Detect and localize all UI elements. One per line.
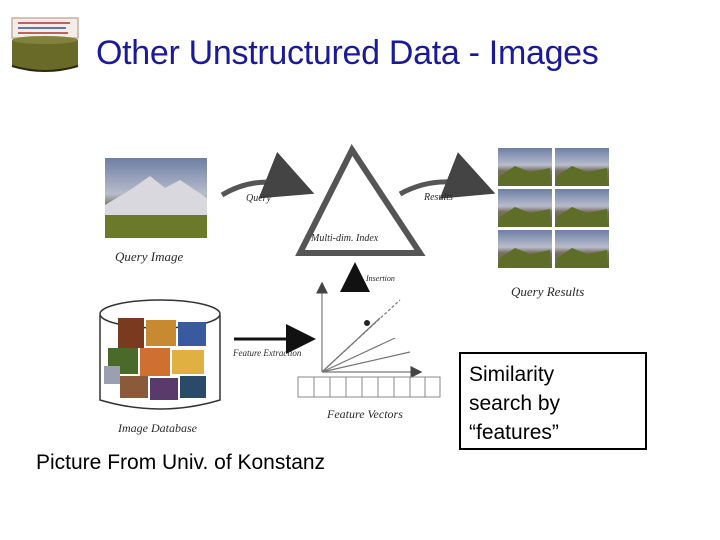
feature-point: [364, 320, 370, 326]
feature-vectors-bar: [297, 376, 441, 398]
page-title: Other Unstructured Data - Images: [96, 34, 599, 72]
insertion-label: Insertion: [365, 274, 395, 283]
feature-space-plot: [316, 281, 423, 378]
logo-icon: [11, 17, 79, 72]
query-image-label: Query Image: [115, 249, 183, 264]
image-database-cylinder: [99, 299, 221, 410]
multi-dim-index-triangle: [295, 144, 426, 256]
image-database-label: Image Database: [117, 421, 198, 435]
results-arrow: [398, 152, 496, 199]
callout-line: “features”: [469, 421, 559, 444]
query-results-label: Query Results: [511, 284, 584, 299]
callout-line: search by: [469, 392, 561, 415]
query-results-grid: [498, 148, 609, 268]
image-credit: Picture From Univ. of Konstanz: [36, 451, 326, 474]
query-label: Query: [246, 193, 272, 204]
query-arrow: [220, 151, 315, 199]
index-label: Multi-dim. Index: [310, 233, 379, 244]
similarity-callout-box: Similarity search by “features”: [459, 352, 647, 450]
feature-extraction-label: Feature Extraction: [232, 348, 302, 358]
results-label: Results: [423, 192, 453, 203]
callout-line: Similarity: [469, 363, 555, 386]
feature-vectors-label: Feature Vectors: [326, 407, 403, 421]
query-image: [105, 158, 207, 238]
